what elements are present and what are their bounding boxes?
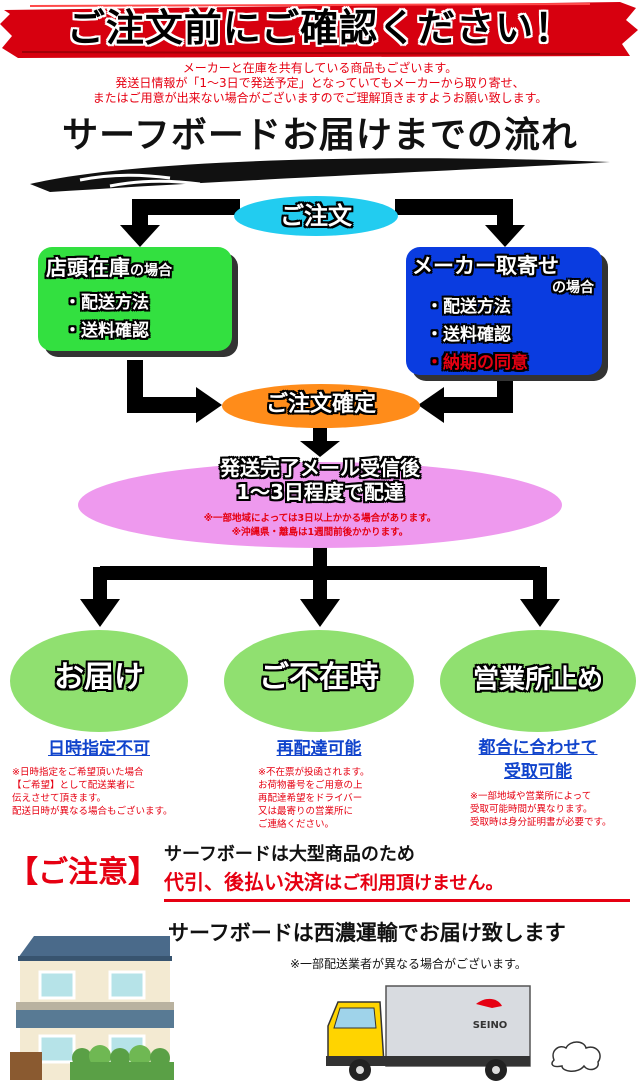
shipping-note-1: ※一部地域によっては3日以上かかる場合があります。 — [203, 513, 437, 524]
store-stock-title-text: 店頭在庫 — [46, 256, 130, 280]
shipping-notes: ※一部地域によっては3日以上かかる場合があります。 ※沖縄県・離島は1週間前後か… — [78, 512, 562, 540]
caution-underline — [164, 899, 630, 902]
store-stock-title: 店頭在庫の場合 — [46, 255, 172, 284]
notice-line-1: メーカーと在庫を共有している商品もございます。 — [182, 61, 458, 75]
flow-heading: サーフボードお届けまでの流れ — [62, 115, 578, 156]
caution-line-2: 代引、後払い決済はご利用頂けません。 — [164, 868, 634, 898]
office-pickup-note-3: 受取時は身分証明書が必要です。 — [470, 817, 612, 828]
shipping-line-1: 発送完了メール受信後 — [220, 456, 420, 480]
caution-badge: 【ご注意】 — [8, 855, 158, 890]
store-item-shipping-method: ・配送方法 — [64, 293, 149, 313]
caution-line-1: サーフボードは大型商品のため — [164, 844, 415, 865]
office-pickup-title: 営業所止め — [472, 665, 603, 695]
office-pickup-notes: ※一部地域や営業所によって 受取可能時間が異なります。 受取時は身分証明書が必要… — [470, 790, 638, 829]
flow-arrows — [80, 199, 560, 627]
maker-order-suffix: の場合 — [552, 280, 594, 296]
absence-note-2: お荷物番号をご用意の上 — [258, 780, 363, 791]
maker-order-box: メーカー取寄せ の場合 ・配送方法 ・送料確認 ・納期の同意 — [406, 247, 602, 375]
absence-label: 再配達可能 — [276, 739, 362, 759]
notice-line-2: 発送日情報が「1〜3日で発送予定」となっていてもメーカーから取り寄せ、 — [115, 76, 525, 90]
order-pill — [234, 196, 398, 236]
confirm-pill — [222, 384, 420, 428]
shipping-text: 発送完了メール受信後 1〜3日程度で配達 — [78, 456, 562, 504]
caution-line-2-red: 代引、後払い決済 — [164, 870, 324, 894]
maker-order-items: ・配送方法 ・送料確認 ・納期の同意 — [426, 293, 528, 377]
delivery-truck-icon: SEINO — [326, 985, 531, 1081]
delivery-title: お届け — [54, 660, 144, 695]
office-pickup-label: 都合に合わせて 受取可能 — [440, 736, 636, 784]
shipping-note-2: ※沖縄県・離島は1週間前後かかります。 — [231, 527, 409, 538]
delivery-note-4: 配送日時が異なる場合もございます。 — [12, 806, 173, 817]
maker-item-shipping-fee: ・送料確認 — [426, 325, 511, 345]
confirm-label: ご注文確定 — [265, 392, 376, 417]
carrier-note: ※一部配送業者が異なる場合がございます。 — [290, 957, 527, 971]
office-pickup-circle — [440, 630, 636, 732]
shipping-line-2: 1〜3日程度で配達 — [236, 480, 404, 504]
absence-title: ご不在時 — [259, 660, 379, 695]
order-label: ご注文 — [280, 202, 352, 230]
delivery-label: 日時指定不可 — [48, 739, 150, 759]
absence-note-5: ご連絡ください。 — [258, 819, 335, 830]
surfboard-swoosh-icon — [30, 158, 610, 192]
delivery-circle — [10, 630, 188, 732]
absence-note-4: 又は最寄りの営業所に — [258, 806, 354, 817]
truck-logo-text: SEINO — [473, 1020, 508, 1031]
store-item-shipping-fee: ・送料確認 — [64, 321, 149, 341]
banner-brush — [0, 2, 638, 58]
maker-item-delivery-agreement: ・納期の同意 — [426, 353, 528, 373]
maker-item-shipping-method: ・配送方法 — [426, 297, 511, 317]
office-pickup-label-1: 都合に合わせて — [478, 738, 598, 758]
delivery-notes: ※日時指定をご希望頂いた場合 【ご希望】として配送業者に 伝えさせて頂きます。 … — [12, 766, 212, 818]
office-pickup-note-2: 受取可能時間が異なります。 — [470, 804, 593, 815]
exhaust-smoke-icon — [551, 1041, 601, 1072]
caution-line-2-rest: はご利用頂けません。 — [324, 873, 504, 894]
store-stock-box: 店頭在庫の場合 ・配送方法 ・送料確認 — [38, 247, 232, 351]
office-pickup-label-2: 受取可能 — [504, 762, 572, 782]
carrier-line: サーフボードは西濃運輸でお届け致します — [168, 921, 566, 945]
absence-circle — [224, 630, 414, 732]
shipping-ellipse — [78, 462, 562, 548]
notice-text: メーカーと在庫を共有している商品もございます。 発送日情報が「1〜3日で発送予定… — [0, 61, 640, 106]
store-stock-items: ・配送方法 ・送料確認 — [64, 289, 149, 345]
absence-notes: ※不在票が投函されます。 お荷物番号をご用意の上 再配達希望をドライバー 又は最… — [258, 766, 408, 831]
caution-text: サーフボードは大型商品のため 代引、後払い決済はご利用頂けません。 — [164, 842, 634, 898]
delivery-note-2: 【ご希望】として配送業者に — [12, 780, 136, 791]
house-icon — [10, 936, 174, 1080]
notice-line-3: またはご用意が出来ない場合がございますのでご理解頂きますようお願い致します。 — [92, 91, 548, 105]
absence-note-3: 再配達希望をドライバー — [258, 793, 363, 804]
office-pickup-note-1: ※一部地域や営業所によって — [470, 791, 592, 802]
maker-order-title: メーカー取寄せ — [412, 254, 559, 278]
store-stock-suffix: の場合 — [130, 263, 172, 279]
banner-title: ご注文前にご確認ください！ — [66, 6, 574, 50]
absence-note-1: ※不在票が投函されます。 — [258, 767, 370, 778]
delivery-note-1: ※日時指定をご希望頂いた場合 — [12, 767, 144, 778]
delivery-note-3: 伝えさせて頂きます。 — [12, 793, 107, 804]
